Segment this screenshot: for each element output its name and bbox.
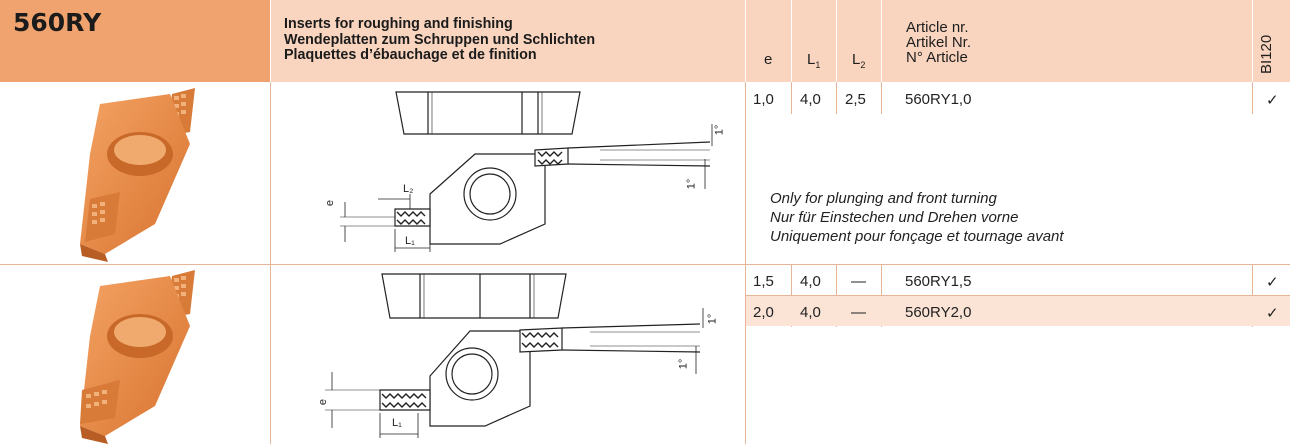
label-l1: L₁ [405, 235, 415, 247]
cell-l1: 4,0 [800, 273, 821, 290]
product-code: 560RY [13, 8, 102, 37]
cell-availability: ✓ [1266, 92, 1279, 109]
product-title-cell: Inserts for roughing and finishing Wende… [271, 0, 745, 82]
cell-availability: ✓ [1266, 305, 1279, 322]
divider [270, 82, 271, 444]
col-e-label: e [764, 51, 773, 68]
technical-drawing [325, 273, 704, 438]
divider [836, 82, 837, 114]
cell-article: 560RY1,5 [905, 273, 972, 290]
table-row-highlighted [746, 296, 1290, 326]
article-label-en: Article nr. [906, 19, 969, 36]
label-l2: L₂ [403, 183, 414, 195]
divider [881, 82, 882, 114]
article-label-de: Artikel Nr. [906, 34, 972, 51]
label-angle: 1° [685, 178, 698, 190]
cell-e: 1,5 [753, 273, 774, 290]
usage-note: Only for plunging and front turning Nur … [770, 189, 1064, 246]
insert-image [80, 270, 195, 444]
cell-l2: 2,5 [845, 91, 866, 108]
divider [1252, 82, 1253, 114]
title-en: Inserts for roughing and finishing [284, 16, 513, 32]
col-l2-label: L [852, 51, 861, 68]
cell-availability: ✓ [1266, 274, 1279, 291]
technical-drawing [340, 91, 713, 252]
label-e: e [317, 398, 330, 406]
divider [791, 82, 792, 114]
label-angle: 1° [677, 358, 690, 370]
title-de: Wendeplatten zum Schruppen und Schlichte… [284, 31, 596, 48]
col-l1-label: L [807, 51, 816, 68]
cell-l2: — [851, 304, 866, 321]
grade-label: BI120 [1258, 34, 1275, 74]
cell-article: 560RY2,0 [905, 304, 972, 321]
product-code-cell: 560RY [0, 0, 270, 82]
row-divider [746, 295, 1290, 296]
row-divider [0, 264, 1290, 265]
col-header-e: e [746, 0, 791, 82]
cell-l1: 4,0 [800, 91, 821, 108]
cell-article: 560RY1,0 [905, 91, 972, 108]
col-l2-sub: 2 [860, 60, 866, 70]
label-angle: 1° [713, 124, 726, 136]
col-header-article: Article nr. Artikel Nr. N° Article [882, 0, 1252, 82]
note-fr: Uniquement pour fonçage et tournage avan… [770, 228, 1064, 245]
col-l1-sub: 1 [815, 60, 821, 70]
cell-l2: — [851, 273, 866, 290]
note-en: Only for plunging and front turning [770, 190, 997, 207]
col-header-l2: L2 [837, 0, 881, 82]
title-fr: Plaquettes d’ébauchage et de finition [284, 47, 537, 63]
note-de: Nur für Einstechen und Drehen vorne [770, 209, 1019, 226]
divider [745, 82, 746, 444]
col-header-grade: BI120 [1253, 0, 1290, 82]
label-e: e [324, 199, 337, 207]
insert-image [80, 88, 195, 262]
label-l1: L₁ [392, 417, 402, 429]
label-angle: 1° [706, 313, 719, 325]
cell-l1: 4,0 [800, 304, 821, 321]
cell-e: 1,0 [753, 91, 774, 108]
article-label-fr: N° Article [906, 49, 968, 66]
col-header-l1: L1 [792, 0, 836, 82]
cell-e: 2,0 [753, 304, 774, 321]
